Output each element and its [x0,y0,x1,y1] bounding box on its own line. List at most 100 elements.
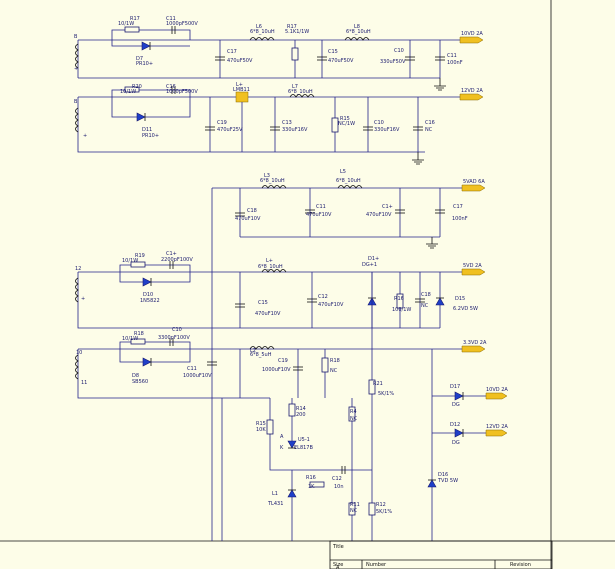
component-ref: R16 [306,475,316,481]
component-ref: C16 [166,84,176,90]
section-5vd-output: 5VD 2A 12 + R19 10/1W C1+ 2200pF100V D10… [75,188,486,541]
transformer-winding-icon [75,354,79,380]
component-value: PR10+ [136,61,153,67]
component-ref: R18 [330,358,340,364]
component-value: 470uF10V [235,216,261,222]
component-value: 1000pF500V [166,89,198,95]
component-ref: C18 [421,292,431,298]
wire-snubber-2 [119,349,191,363]
winding-label: + [81,296,85,302]
inductor-icon [337,185,363,189]
diode-icon [142,277,152,287]
winding-label: B [74,99,78,105]
component-value: 6*8_10uH [346,29,371,35]
component-value: 5.1K1/1W [285,29,309,35]
component-ref: C11 [187,366,197,372]
component-value: 10/1W [118,21,134,27]
wire-snubber-1 [111,29,191,40]
ground-icon [434,78,446,91]
winding-label: 10 [76,350,82,356]
component-value: 6*8_10uH [260,178,285,184]
resistor-icon [368,502,376,516]
component-ref: D11 [142,127,152,133]
wire-snubber-2 [111,40,190,47]
resistor-icon [124,86,140,93]
resistor-icon [130,261,146,268]
winding-label: 11 [81,380,87,386]
diode-icon [454,391,464,401]
component-value: DG+1 [362,262,377,268]
component-value: 330uF50V [380,59,406,65]
inductor-icon [289,94,315,98]
component-ref: C1+ [166,251,177,257]
resistor-icon [331,117,339,133]
component-ref: R18 [134,331,144,337]
component-value: NC [350,416,358,422]
component-value: 100nF [452,216,468,222]
wire-snubber-1 [111,89,191,97]
winding-label: 12 [75,266,81,272]
inductor-icon [261,185,287,189]
component-value: 470uF25V [217,127,243,133]
inductor-icon [249,346,275,350]
regulator-block [235,91,249,103]
component-value: 6*8_5uH [250,352,272,358]
arrow-tag-icon [461,345,486,353]
arrow-tag-icon [485,392,508,400]
resistor-icon [309,481,325,488]
component-value: 100nF [447,60,463,66]
component-ref: C10 [374,120,384,126]
title-label: Title [332,544,344,550]
output-label: 12VD 2A [486,424,508,430]
component-value: 5K/1% [378,391,394,397]
component-value: 1K [308,484,315,490]
transformer-winding-icon [75,277,79,303]
shunt-regulator-icon [287,489,297,498]
diode-icon [454,428,464,438]
output-label: 5VAD 6A [463,179,485,185]
component-value: 10/1W [122,336,138,342]
resistor-icon [368,379,376,395]
component-ref: C11 [447,53,457,59]
component-value: 100/1W [392,307,411,313]
wire-12vd-shunts [209,97,419,152]
wire-5vd-shunts [239,272,441,328]
wire-snubber-1 [119,264,191,272]
component-ref: R15 [340,116,350,122]
wire-5vd-left [77,272,240,329]
arrow-tag-icon [461,268,486,276]
component-value: DG [452,440,460,446]
component-value: 10n [334,484,344,490]
component-value: 10/1W [120,89,136,95]
component-value: NC [421,303,429,309]
arrow-tag-icon [459,36,484,44]
component-value: 470uF10V [306,212,332,218]
component-ref: C16 [425,120,435,126]
number-label: Number [366,562,387,568]
component-ref: R20 [132,84,142,90]
component-ref: C1+ [382,204,393,210]
component-ref: R17 [287,24,297,30]
resistor-icon [288,403,296,417]
diode-icon [142,357,152,367]
component-ref: C15 [328,49,338,55]
wire-3v3-shunts [239,349,326,398]
component-value: LMB11 [233,87,250,93]
wire-snubber-1 [119,341,191,349]
component-value: SB560 [132,379,148,385]
component-value: 470uF50V [227,58,253,64]
component-ref: R14 [296,406,306,412]
component-ref: L8 [354,24,360,30]
component-value: 1000uF10V [262,367,291,373]
inductor-icon [249,37,275,41]
component-value: 330uF16V [374,127,400,133]
arrow-tag-icon [461,184,486,192]
component-ref: R17 [130,16,140,22]
winding-label: + [74,66,78,72]
component-value: 470uF10V [255,311,281,317]
component-ref: R21 [373,381,383,387]
component-value: DG [452,402,460,408]
component-ref: L6 [256,24,262,30]
optocoupler-icon [287,440,297,449]
